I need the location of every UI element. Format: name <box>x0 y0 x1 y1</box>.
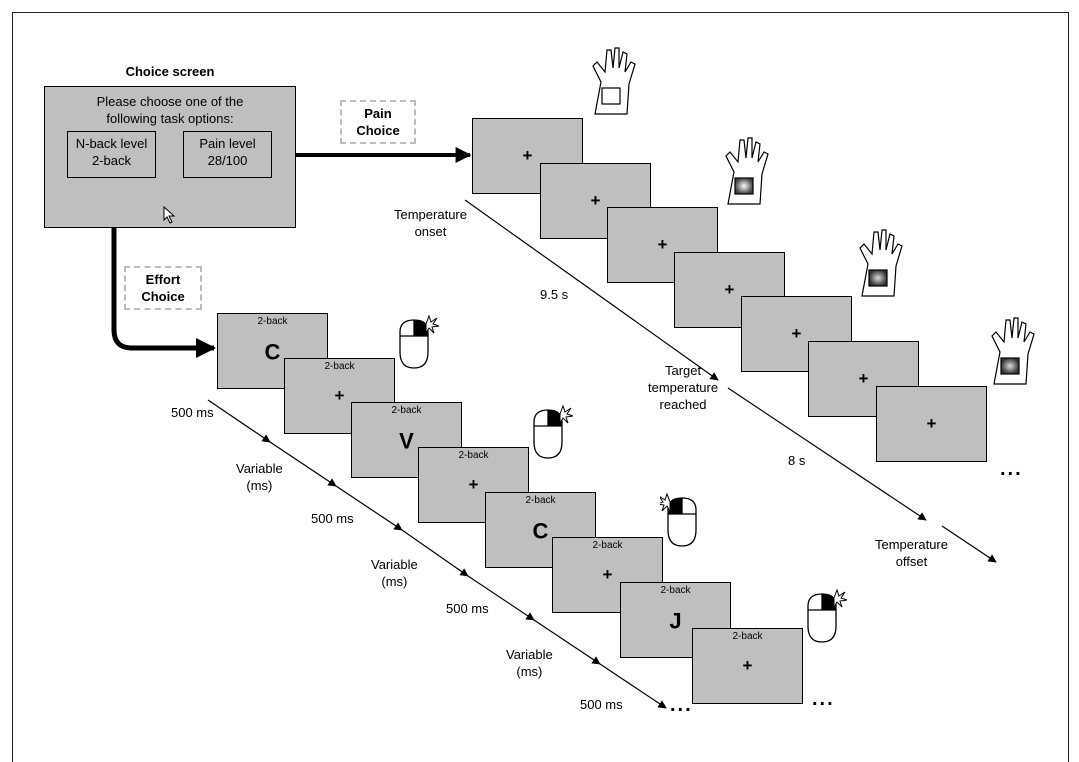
effort-choice-line2: Choice <box>141 289 185 304</box>
hand-with-thermode-icon <box>725 137 769 205</box>
pain-option-line1: Pain level <box>199 136 256 151</box>
mouse-click-icon <box>807 588 848 643</box>
timing-500ms-label: 500 ms <box>446 601 489 616</box>
choice-screen-title: Choice screen <box>125 64 215 79</box>
nback-level-tag: 2-back <box>458 450 489 461</box>
variable-line2: (ms) <box>246 478 273 493</box>
fixation-cross: + <box>602 565 613 584</box>
pain-option-line2: 28/100 <box>207 153 248 168</box>
fixation-cross: + <box>926 414 937 433</box>
nback-stimulus: C <box>532 518 549 544</box>
nback-screen: 2-back + <box>418 447 529 523</box>
ramp-time-label: 9.5 s <box>540 287 569 302</box>
pain-choice-line2: Choice <box>356 123 400 138</box>
choice-prompt-line1: Please choose one of the <box>96 94 244 109</box>
nback-screen: 2-back V <box>351 402 462 478</box>
pain-screen: + <box>674 252 785 328</box>
hold-time-label: 8 s <box>788 453 806 468</box>
fixation-cross: + <box>724 280 735 299</box>
temperature-onset-label: Temperature onset <box>394 206 467 240</box>
hand-with-thermode-icon <box>991 317 1035 385</box>
mouse-cursor-icon <box>163 206 176 224</box>
nback-screen: 2-back + <box>284 358 395 434</box>
nback-level-tag: 2-back <box>592 540 623 551</box>
pain-option-button[interactable]: Pain level 28/100 <box>183 131 272 178</box>
hand-with-thermode-icon <box>859 229 903 297</box>
temperature-offset-line1: Temperature <box>875 537 948 552</box>
mouse-click-icon <box>533 404 574 459</box>
fixation-cross: + <box>334 386 345 405</box>
pain-choice-label: Pain Choice <box>340 100 416 144</box>
timing-500ms-label: 500 ms <box>580 697 623 712</box>
nback-option-button[interactable]: N-back level 2-back <box>67 131 156 178</box>
effort-screens-ellipsis: ... <box>812 688 835 710</box>
nback-stimulus: V <box>399 428 414 454</box>
fixation-cross: + <box>657 235 668 254</box>
timing-variable-label: Variable (ms) <box>236 460 283 494</box>
mouse-click-icon <box>399 314 440 369</box>
nback-level-tag: 2-back <box>391 405 422 416</box>
nback-level-tag: 2-back <box>324 361 355 372</box>
fixation-cross: + <box>858 369 869 388</box>
nback-option-line2: 2-back <box>91 153 132 168</box>
mouse-click-icon <box>660 492 697 547</box>
effort-timeline-ellipsis: ... <box>670 694 693 716</box>
timing-500ms-label: 500 ms <box>311 511 354 526</box>
effort-choice-label: Effort Choice <box>124 266 202 310</box>
target-line1: Target <box>664 363 702 378</box>
figure-border <box>12 12 1069 762</box>
nback-stimulus: J <box>669 608 682 634</box>
fixation-cross: + <box>590 191 601 210</box>
nback-option-line1: N-back level <box>75 136 148 151</box>
fixation-cross: + <box>791 324 802 343</box>
target-line2: temperature <box>648 380 719 395</box>
variable-line1: Variable <box>371 557 418 572</box>
temperature-offset-line2: offset <box>895 554 928 569</box>
target-line3: reached <box>659 397 707 412</box>
variable-line2: (ms) <box>381 574 408 589</box>
variable-line2: (ms) <box>516 664 543 679</box>
target-temperature-label: Target temperature reached <box>648 362 718 413</box>
variable-line1: Variable <box>236 461 283 476</box>
fixation-cross: + <box>522 146 533 165</box>
nback-level-tag: 2-back <box>257 316 288 327</box>
pain-choice-line1: Pain <box>364 106 392 121</box>
choice-prompt-line2: following task options: <box>106 111 234 126</box>
choice-screen: Please choose one of the following task … <box>44 86 296 228</box>
temperature-offset-label: Temperature offset <box>875 536 948 570</box>
nback-stimulus: C <box>264 339 281 365</box>
effort-choice-line1: Effort <box>145 272 181 287</box>
pain-screen: + <box>876 386 987 462</box>
temperature-onset-line1: Temperature <box>394 207 467 222</box>
nback-screen: 2-back + <box>692 628 803 704</box>
choice-prompt: Please choose one of the following task … <box>45 93 295 127</box>
fixation-cross: + <box>742 656 753 675</box>
timing-variable-label: Variable (ms) <box>371 556 418 590</box>
hand-with-thermode-icon <box>592 47 636 115</box>
timing-variable-label: Variable (ms) <box>506 646 553 680</box>
fixation-cross: + <box>468 475 479 494</box>
temperature-onset-line2: onset <box>414 224 447 239</box>
timing-500ms-label: 500 ms <box>171 405 214 420</box>
nback-level-tag: 2-back <box>732 631 763 642</box>
variable-line1: Variable <box>506 647 553 662</box>
pain-ellipsis: ... <box>1000 458 1023 480</box>
nback-level-tag: 2-back <box>525 495 556 506</box>
nback-level-tag: 2-back <box>660 585 691 596</box>
